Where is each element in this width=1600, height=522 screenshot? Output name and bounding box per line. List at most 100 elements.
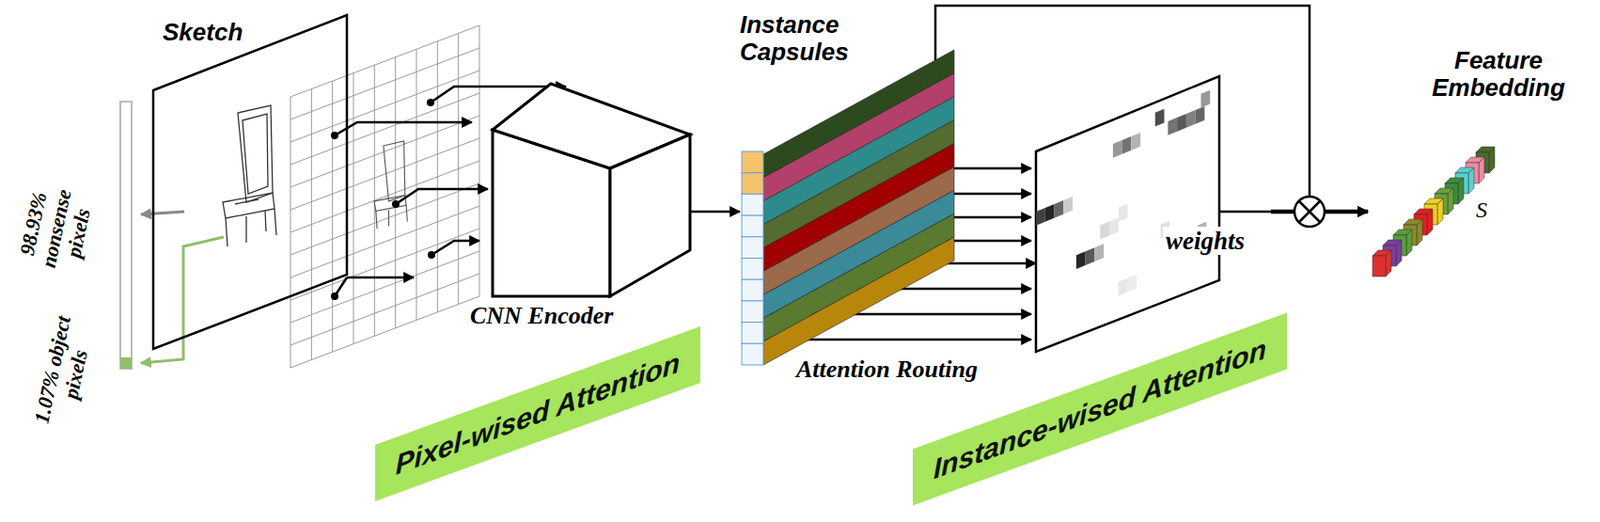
chair-back	[237, 105, 273, 203]
chair-on-grid	[374, 141, 408, 229]
feature-arrow	[431, 240, 480, 255]
panel-title: Sketch	[162, 18, 243, 47]
capsule-cell	[741, 258, 764, 281]
capsules-title: Instance Capsules	[739, 11, 881, 66]
capsule-cell	[741, 151, 764, 173]
flow-arrow	[346, 276, 414, 280]
attention-cell	[1099, 221, 1110, 240]
capsule-cell	[741, 215, 764, 237]
capsule-cell	[741, 279, 764, 301]
band-title: Pixel-wised Attention	[395, 345, 680, 482]
capsule-cell	[741, 322, 764, 345]
encoder-side	[610, 134, 691, 297]
chair-seat	[374, 195, 407, 212]
attention-cell	[1130, 132, 1141, 151]
attention-cell	[1118, 203, 1129, 222]
capsule-slab	[763, 236, 955, 365]
attention-cell	[1122, 136, 1132, 155]
capsule-cell	[741, 236, 764, 259]
attention-cell	[1094, 243, 1104, 262]
attention-cell	[1128, 274, 1138, 293]
dot	[427, 250, 436, 259]
capsule-slab	[763, 213, 955, 342]
nonsense-arrow	[141, 211, 185, 215]
attention-cell	[1118, 278, 1129, 297]
routing-label: Attention Routing	[796, 355, 978, 383]
grid-line	[290, 93, 480, 165]
embedding-cell-side	[1406, 229, 1412, 256]
multiply-circle	[1294, 196, 1325, 227]
attention-cell	[1063, 196, 1073, 215]
attention-cell	[1054, 200, 1065, 219]
embedding-symbol: S	[1475, 197, 1488, 223]
pixel-grid	[290, 25, 480, 368]
chair-sketch	[222, 105, 277, 247]
attention-cell	[1186, 109, 1196, 128]
grid-line	[290, 296, 480, 368]
chair-legs	[225, 208, 277, 247]
capsule-cell	[741, 193, 764, 216]
embedding-cell-side	[1416, 219, 1423, 246]
grid-dots	[330, 98, 1147, 300]
embedding-cell-side	[1437, 198, 1444, 225]
embedding-cell-side	[1385, 250, 1392, 277]
attention-cell	[1076, 250, 1086, 269]
attention-cell	[1085, 247, 1096, 266]
attention-map: weights	[1035, 76, 1271, 352]
illustration	[120, 11, 1271, 369]
dot	[426, 98, 435, 107]
capsule-cell	[741, 172, 764, 195]
sketch-panel-shape	[153, 15, 347, 350]
dot	[330, 131, 339, 140]
embedding-cell	[1372, 255, 1386, 277]
attention-band: Instance-wised Attention	[912, 313, 1287, 506]
dot	[330, 292, 339, 300]
grid-line	[290, 160, 480, 233]
attention-cell	[1113, 140, 1123, 158]
multiply-symbol	[1294, 196, 1325, 227]
embedding-cell-side	[1396, 239, 1402, 267]
capsule-cell	[741, 343, 764, 365]
embedding-title: Feature Embedding	[1405, 47, 1592, 102]
feature-arrow	[334, 122, 472, 136]
attention-band: Pixel-wised Attention	[375, 326, 701, 502]
grid-line	[290, 25, 480, 97]
instance-capsules: Instance Capsules	[739, 11, 958, 371]
attention-cell	[1201, 90, 1211, 109]
chair-seat	[222, 192, 275, 219]
attention-cell	[1195, 106, 1206, 125]
cnn-encoder: CNN Encoder	[413, 83, 696, 347]
attention-cell	[1167, 117, 1177, 136]
embedding-cell-side	[1427, 208, 1433, 236]
flow-arrow	[957, 262, 1036, 266]
pixel-ratio-label: 98.93% nonsense pixels	[11, 170, 101, 286]
multiply-cross	[1299, 201, 1320, 222]
feature-embedding: Feature EmbeddingS	[1367, 47, 1594, 292]
encoder-label: CNN Encoder	[470, 301, 613, 330]
embedding-cell-side	[1447, 188, 1454, 215]
band-title: Instance-wised Attention	[933, 332, 1267, 486]
pixel-bar	[120, 101, 132, 369]
grid-line	[290, 228, 480, 300]
embedding-cell-side	[1468, 167, 1475, 194]
sketch-panel: Sketch	[153, 15, 347, 350]
capsule-cell	[741, 300, 764, 323]
sketch-panel	[153, 15, 347, 349]
attention-cell	[1035, 207, 1046, 226]
flow-arrow	[695, 210, 740, 214]
attention-cell	[1109, 218, 1119, 236]
attention-map-shape	[1035, 76, 1271, 352]
attention-map	[1035, 76, 1220, 352]
attention-cell	[1176, 113, 1187, 132]
attention-cell	[1045, 203, 1055, 222]
grid-line	[290, 205, 480, 278]
object-pixel-bar	[120, 357, 132, 369]
grid-line	[290, 47, 480, 120]
grid-line	[290, 115, 480, 188]
grid-line	[290, 70, 480, 142]
embedding-cell-side	[1478, 156, 1485, 184]
dot	[392, 200, 400, 208]
grid-line	[290, 250, 480, 323]
feature-arrow	[395, 188, 488, 204]
